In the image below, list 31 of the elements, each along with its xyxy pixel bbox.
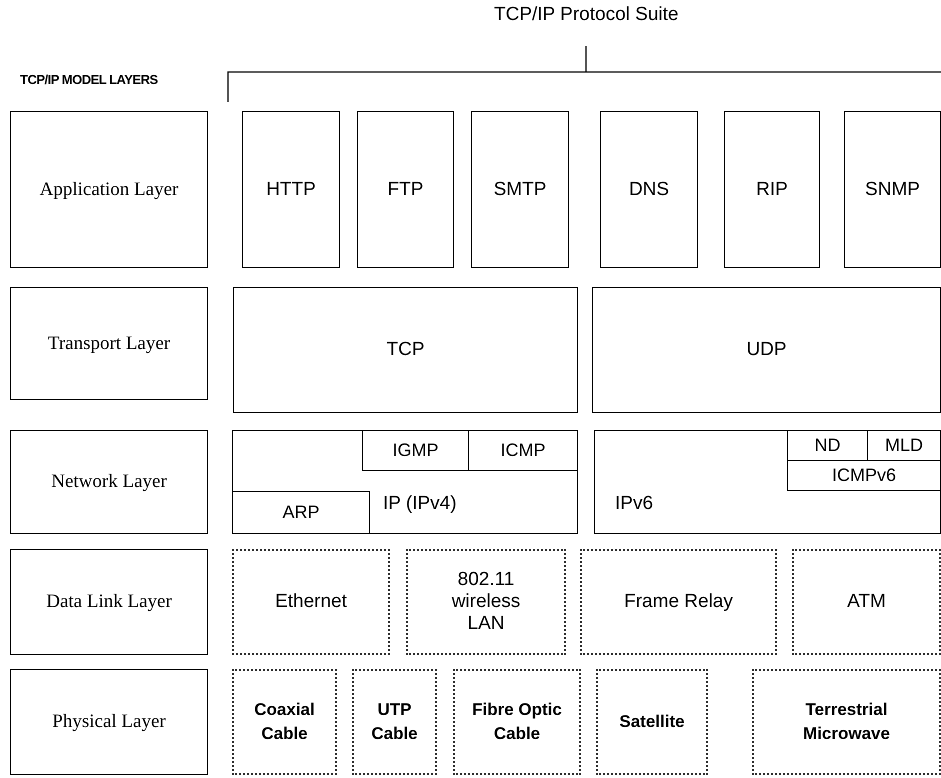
layer-box: Data Link Layer — [10, 549, 208, 655]
medium-box: Satellite — [596, 669, 708, 775]
model-heading: TCP/IP MODEL LAYERS — [20, 72, 158, 87]
medium-box: Terrestrial Microwave — [752, 669, 941, 775]
layer-box: Application Layer — [10, 111, 208, 268]
layer-box: Physical Layer — [10, 669, 208, 775]
suite-title: TCP/IP Protocol Suite — [494, 4, 678, 26]
layer-box: Network Layer — [10, 430, 208, 534]
protocol-box: Frame Relay — [580, 549, 777, 655]
protocol-box: RIP — [724, 111, 820, 268]
protocol-box: Ethernet — [232, 549, 390, 655]
protocol-box: ARP — [232, 491, 370, 534]
protocol-box: DNS — [600, 111, 698, 268]
protocol-name: IPv6 — [615, 493, 654, 515]
protocol-box: ATM — [792, 549, 941, 655]
layer-box: Transport Layer — [10, 287, 208, 400]
protocol-box: SMTP — [471, 111, 569, 268]
protocol-box: SNMP — [844, 111, 941, 268]
medium-box: UTP Cable — [352, 669, 437, 775]
protocol-box: ICMPv6 — [787, 460, 941, 491]
medium-box: Fibre Optic Cable — [453, 669, 581, 775]
protocol-box: FTP — [357, 111, 454, 268]
protocol-box — [594, 430, 941, 534]
medium-box: Coaxial Cable — [232, 669, 337, 775]
protocol-name: IP (IPv4) — [383, 493, 457, 515]
protocol-box — [232, 430, 578, 534]
protocol-box: 802.11 wireless LAN — [406, 549, 566, 655]
protocol-box: TCP — [233, 287, 578, 413]
protocol-box: UDP — [592, 287, 941, 413]
protocol-box: IGMP — [362, 430, 469, 471]
protocol-box: HTTP — [242, 111, 340, 268]
